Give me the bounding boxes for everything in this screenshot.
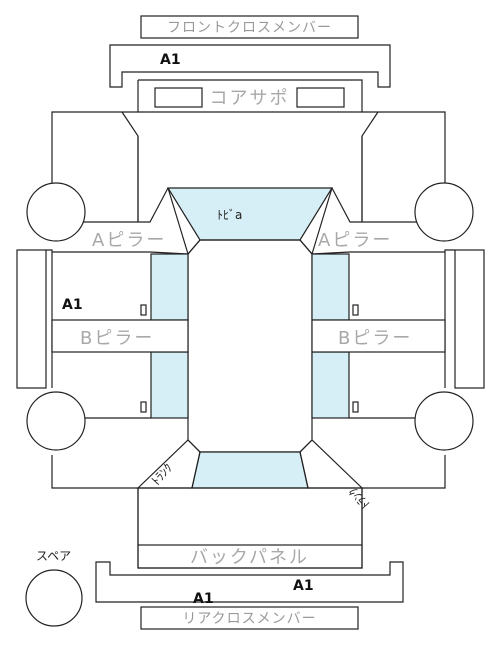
rear-cross-member-label: リアクロスメンバー (182, 611, 316, 627)
core-support-label: コアサポ (210, 88, 290, 109)
trunk-left-panel (136, 439, 201, 489)
body-outline (46, 79, 455, 545)
left-side-mark: A1 (62, 297, 83, 313)
back-panel-box (137, 544, 363, 569)
window-front-left (150, 253, 189, 321)
roof-glass (166, 187, 334, 241)
rear-cross-member-mark-left: A1 (193, 591, 214, 607)
b-pillar-left-label: Bピラー (80, 328, 154, 349)
front-cross-member (109, 44, 391, 88)
left-fender-line (121, 111, 139, 222)
headlight-right (296, 87, 345, 108)
wheel-rear-left (26, 391, 86, 451)
left-cowl (88, 187, 169, 223)
window-front-right (311, 253, 350, 321)
b-pillar-right-label: Bピラー (338, 328, 412, 349)
a-pillar-right-line (299, 187, 333, 255)
trunk-right-label: ﾄﾗﾝｸ (346, 485, 372, 512)
front-cross-member-label: フロントクロスメンバー (167, 20, 332, 36)
door-handle-front-left (140, 304, 147, 316)
wheel-front-right (414, 182, 474, 242)
right-cowl (331, 187, 412, 223)
rear-cross-member-label-box (140, 606, 359, 630)
a-pillar-right-label: Aピラー (318, 230, 392, 251)
headlight-left (154, 87, 203, 108)
window-rear-right (311, 351, 350, 419)
core-support: コアサポ (154, 87, 345, 109)
b-pillar-right (311, 319, 446, 353)
trunk-left-label: ﾄﾗﾝｸ (149, 461, 175, 488)
rear-cross-member-mark-right: A1 (293, 578, 314, 594)
left-rocker (16, 249, 47, 389)
wheel-rear-right (414, 391, 474, 451)
spare-tire (25, 569, 83, 627)
back-panel-label: バックパネル (190, 547, 309, 568)
door-handle-rear-left (140, 401, 147, 413)
right-rocker (454, 249, 485, 389)
roof-label: ﾄﾋﾞa (217, 208, 242, 222)
door-handle-rear-right (352, 401, 359, 413)
a-pillar-left-line (167, 187, 201, 255)
front-cross-member-label-box: フロントクロスメンバー (140, 15, 359, 39)
a-pillar-left-label: Aピラー (92, 230, 166, 251)
door-handle-front-right (352, 304, 359, 316)
front-cross-member-mark: A1 (160, 52, 181, 68)
b-pillar-left (51, 319, 189, 353)
wheel-front-left (26, 182, 86, 242)
rear-window-glass (191, 451, 309, 489)
right-fender-line (361, 111, 379, 222)
window-rear-left (150, 351, 189, 419)
rear-cross-member (95, 561, 404, 603)
cabin-inner (187, 239, 313, 453)
trunk-right-panel (299, 439, 364, 489)
spare-label: スペア (36, 549, 71, 563)
